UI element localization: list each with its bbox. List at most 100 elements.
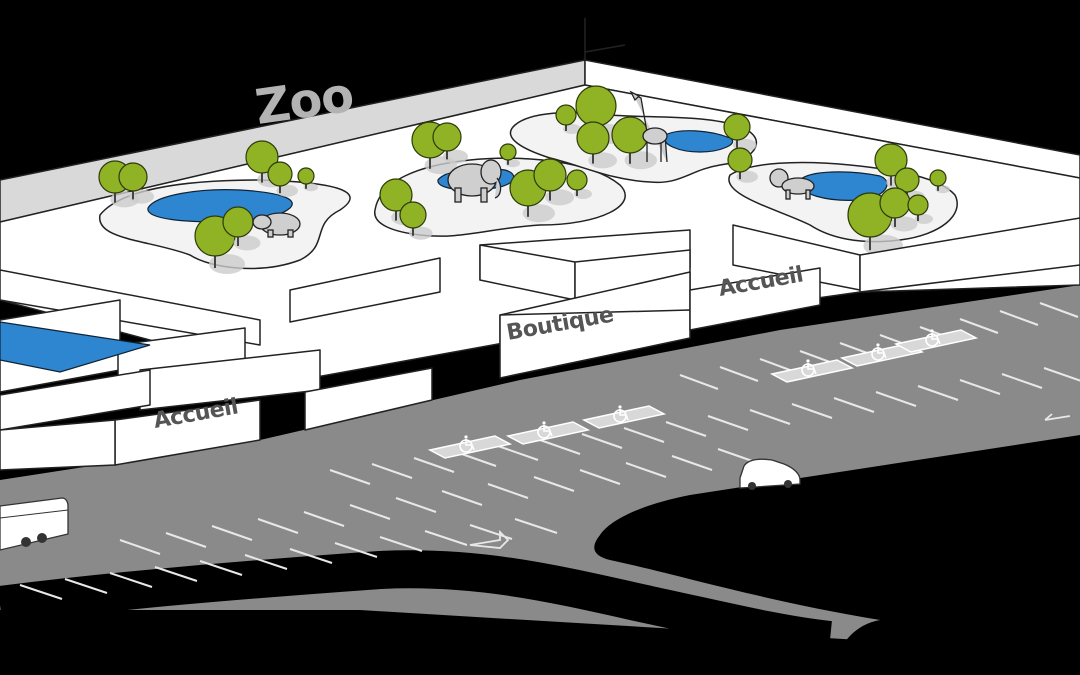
parking-line bbox=[371, 463, 413, 479]
tree-icon bbox=[399, 201, 427, 229]
parking-line bbox=[679, 374, 719, 390]
accessible-parking-spot bbox=[769, 359, 855, 383]
tree-icon bbox=[907, 194, 929, 216]
tree-shadow bbox=[624, 151, 657, 170]
tree-icon bbox=[533, 158, 567, 192]
tree-icon bbox=[576, 121, 610, 155]
arrow-icon bbox=[469, 413, 1071, 549]
parking-line bbox=[334, 542, 378, 558]
parking-line bbox=[165, 532, 207, 548]
tree-shadow bbox=[505, 159, 520, 168]
parking-line bbox=[199, 560, 243, 576]
tree-shadow bbox=[303, 183, 318, 192]
parking-line bbox=[539, 439, 581, 455]
tree-icon bbox=[222, 206, 254, 238]
buildings bbox=[0, 217, 1080, 471]
elephant-icon bbox=[447, 159, 502, 203]
parking-line bbox=[441, 490, 483, 506]
parking-line bbox=[379, 536, 423, 552]
tree-icon bbox=[499, 143, 517, 161]
tree-icon bbox=[575, 85, 617, 127]
tree-shadow bbox=[442, 149, 468, 164]
parking-line bbox=[349, 504, 391, 520]
parking-line bbox=[514, 518, 558, 534]
tree-icon bbox=[555, 104, 577, 126]
tree-shadow bbox=[935, 185, 950, 194]
giraffe-icon bbox=[629, 90, 668, 163]
tree-shadow bbox=[276, 184, 299, 197]
accessible-parking-spot bbox=[839, 343, 925, 367]
tree-icon bbox=[879, 187, 911, 219]
tree-shadow bbox=[522, 204, 555, 223]
parking-line bbox=[999, 310, 1039, 326]
tree-shadow bbox=[574, 189, 592, 199]
bus-icon bbox=[0, 497, 69, 551]
wheelchair-icon bbox=[871, 343, 887, 361]
parking-line bbox=[64, 578, 108, 594]
trees bbox=[98, 85, 950, 274]
tree-icon bbox=[566, 169, 588, 191]
parking-line bbox=[424, 530, 468, 546]
parking-line bbox=[707, 415, 749, 431]
tree-icon bbox=[723, 113, 751, 141]
parking-line bbox=[917, 385, 959, 401]
parking-line bbox=[959, 318, 999, 334]
tree-icon bbox=[929, 169, 947, 187]
tree-icon bbox=[874, 143, 908, 177]
parking-line bbox=[119, 539, 161, 555]
tree-shadow bbox=[545, 189, 574, 206]
accessible-parking-spot bbox=[427, 435, 513, 459]
tree-icon bbox=[894, 167, 920, 193]
car-icon bbox=[739, 458, 801, 490]
parking-line bbox=[497, 445, 539, 461]
parking-line bbox=[487, 483, 529, 499]
tree-icon bbox=[379, 178, 413, 212]
parking-line bbox=[959, 379, 1001, 395]
parking-line bbox=[791, 403, 833, 419]
parking-line bbox=[749, 409, 791, 425]
left-pool bbox=[0, 321, 151, 373]
parking-line bbox=[329, 469, 371, 485]
wheelchair-icon bbox=[459, 435, 475, 453]
tree-shadow bbox=[233, 235, 261, 251]
parking-line bbox=[211, 525, 253, 541]
parking-line bbox=[1043, 367, 1080, 382]
parking-line bbox=[257, 518, 299, 534]
tree-shadow bbox=[409, 226, 433, 240]
tree-shadow bbox=[588, 152, 617, 169]
wheelchair-icon bbox=[801, 359, 817, 377]
tree-shadow bbox=[736, 170, 758, 183]
parking-line bbox=[665, 421, 707, 437]
parking-line bbox=[289, 548, 333, 564]
tree-icon bbox=[118, 162, 148, 192]
parking-line bbox=[109, 572, 153, 588]
accessible-parking-spot bbox=[505, 421, 591, 445]
parking-line bbox=[303, 511, 345, 527]
tree-icon bbox=[245, 140, 279, 174]
tree-shadow bbox=[209, 254, 245, 274]
tree-icon bbox=[727, 147, 753, 173]
parking-lanes bbox=[19, 302, 1080, 600]
parking-line bbox=[623, 427, 665, 443]
parking-line bbox=[625, 462, 667, 478]
parking-line bbox=[395, 497, 437, 513]
wheelchair-icon bbox=[537, 421, 553, 439]
parking-line bbox=[154, 566, 198, 582]
lion-icon bbox=[769, 168, 815, 200]
zoo-title: Zoo bbox=[252, 67, 357, 136]
accessible-parking bbox=[427, 329, 979, 459]
tree-icon bbox=[297, 167, 315, 185]
tree-icon bbox=[267, 161, 293, 187]
parking-line bbox=[579, 469, 621, 485]
wheelchair-icon bbox=[925, 329, 941, 347]
tree-shadow bbox=[890, 216, 918, 232]
parking-line bbox=[719, 366, 759, 382]
hippo-icon bbox=[252, 212, 301, 238]
parking-line bbox=[413, 457, 455, 473]
accessible-parking-spot bbox=[893, 329, 979, 353]
parking-line bbox=[833, 397, 875, 413]
tree-icon bbox=[432, 122, 462, 152]
accessible-parking-spot bbox=[581, 405, 667, 429]
